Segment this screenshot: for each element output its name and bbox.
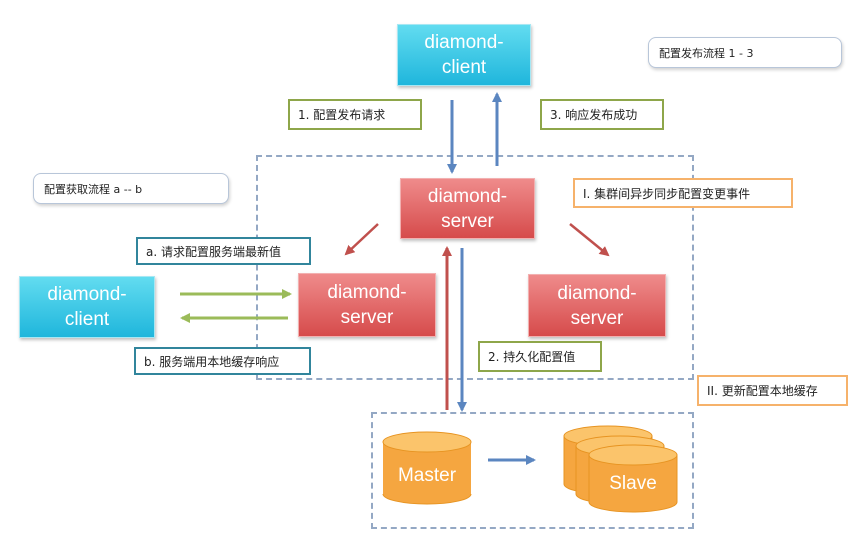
server-cluster-region bbox=[256, 155, 694, 380]
client-left: diamond- client bbox=[19, 276, 155, 338]
server-center-label: diamond- server bbox=[427, 185, 508, 232]
database-region bbox=[371, 412, 694, 529]
slave-db-icon bbox=[563, 425, 678, 513]
step-II-label: II. 更新配置本地缓存 bbox=[697, 375, 848, 406]
server-mid-label: diamond- server bbox=[327, 282, 407, 328]
step-b-label: b. 服务端用本地缓存响应 bbox=[134, 347, 311, 375]
step-3-label: 3. 响应发布成功 bbox=[540, 99, 664, 130]
client-top-label: diamond- client bbox=[424, 32, 504, 78]
step-2-label: 2. 持久化配置值 bbox=[478, 341, 602, 372]
sync-arrow-right bbox=[569, 223, 610, 257]
client-top: diamond- client bbox=[397, 24, 531, 86]
server-mid: diamond- server bbox=[298, 273, 436, 337]
fetch-flow-callout: 配置获取流程 a -- b bbox=[33, 173, 229, 204]
master-db-icon bbox=[382, 431, 472, 505]
slave-label: Slave bbox=[609, 473, 657, 494]
publish-flow-callout: 配置发布流程 1 - 3 bbox=[648, 37, 842, 68]
client-left-label: diamond- client bbox=[47, 284, 127, 330]
step-a-label: a. 请求配置服务端最新值 bbox=[136, 237, 311, 265]
server-right: diamond- server bbox=[528, 274, 666, 337]
master-label: Master bbox=[398, 465, 457, 486]
server-right-label: diamond- server bbox=[557, 282, 637, 329]
sync-arrow-left bbox=[344, 223, 379, 256]
step-I-label: I. 集群间异步同步配置变更事件 bbox=[573, 178, 793, 208]
server-center: diamond- server bbox=[400, 178, 535, 239]
step-1-label: 1. 配置发布请求 bbox=[288, 99, 422, 130]
